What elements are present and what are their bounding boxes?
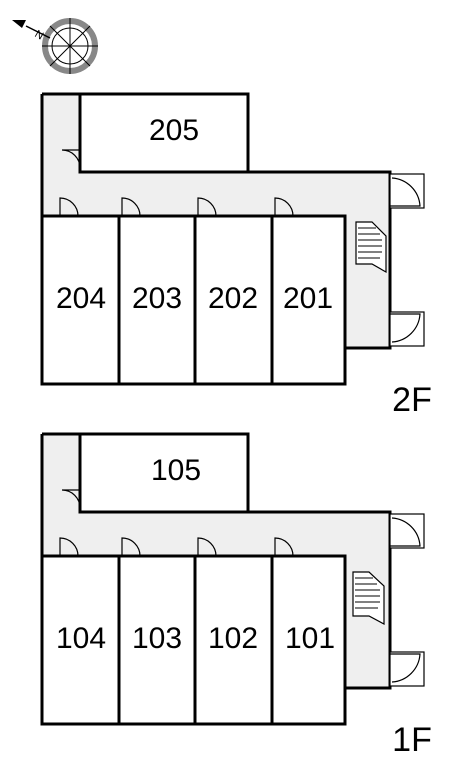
unit-label: 101: [285, 622, 335, 655]
unit-102: [193, 554, 274, 726]
unit-105: [78, 432, 250, 514]
door-icon: [274, 537, 294, 557]
unit-label: 201: [283, 282, 333, 315]
door-icon: [197, 197, 217, 217]
unit-101: [270, 554, 347, 726]
door-icon: [59, 537, 79, 557]
door-icon: [390, 177, 421, 207]
unit-label: 103: [132, 622, 182, 655]
door-icon: [197, 537, 217, 557]
door-icon: [121, 537, 141, 557]
floor-2f-plan: 205 204 203 202 201 2F: [40, 92, 432, 419]
door-icon: [61, 489, 81, 509]
unit-104: [40, 554, 121, 726]
floor-1f-plan: 105 104 103 102 101 1F: [40, 432, 432, 759]
unit-205: [78, 92, 250, 174]
door-icon: [61, 149, 81, 169]
door-icon: [390, 313, 421, 343]
unit-label: 104: [56, 622, 106, 655]
door-icon: [390, 653, 421, 683]
floor-label: 2F: [392, 381, 432, 419]
floor-label: 1F: [392, 721, 432, 759]
unit-label: 105: [151, 454, 201, 487]
unit-label: 102: [208, 622, 258, 655]
unit-label: 204: [56, 282, 106, 315]
door-icon: [274, 197, 294, 217]
unit-label: 202: [208, 282, 258, 315]
door-icon: [390, 517, 421, 547]
door-icon: [59, 197, 79, 217]
unit-label: 203: [132, 282, 182, 315]
unit-103: [117, 554, 197, 726]
stairs-icon: [355, 221, 387, 274]
stairs-icon: [352, 571, 385, 625]
unit-label: 205: [149, 114, 199, 147]
door-icon: [121, 197, 141, 217]
compass-rose-icon: N: [12, 18, 98, 74]
